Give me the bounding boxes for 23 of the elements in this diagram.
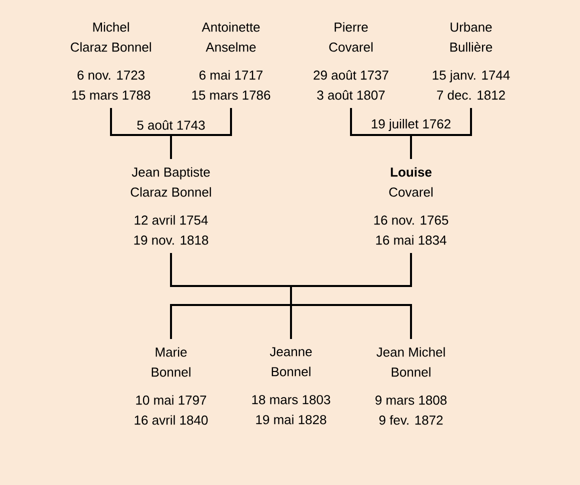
marriage-date: 5 août 1743 (137, 120, 205, 130)
family-line (291, 252, 412, 287)
family-line (171, 108, 232, 136)
person-label: Jean Michel Bonnel 9 mars 1808 9 fev. 1872 (375, 347, 447, 425)
family-line (110, 108, 171, 136)
family-line (170, 304, 291, 339)
person-label: Urbane Bullière 15 janv. 1744 7 dec. 1812 (432, 22, 510, 100)
person-label: Pierre Covarel 29 août 1737 3 août 1807 (314, 22, 388, 100)
family-line (410, 135, 412, 159)
family-line (290, 305, 292, 339)
family-line (411, 108, 472, 136)
person-label: Michel Claraz Bonnel 6 nov. 1723 15 mars 1788 (70, 22, 151, 100)
person-label: Jeanne Bonnel 18 mars 1803 19 mai 1828 (252, 347, 330, 424)
person-label: Marie Bonnel 10 mai 1797 16 avril 1840 (134, 347, 208, 425)
family-line (350, 108, 411, 136)
person-label: Antoinette Anselme 6 mai 1717 15 mars 1786 (192, 22, 270, 100)
family-line (291, 304, 412, 339)
person-label: Louise Covarel 16 nov. 1765 16 mai 1834 (374, 167, 448, 245)
family-line (170, 252, 291, 287)
family-line (290, 286, 292, 305)
family-line (170, 135, 172, 159)
marriage-date: 19 juillet 1762 (372, 118, 450, 132)
person-label: Jean Baptiste Claraz Bonnel 12 avril 1754 19 nov. 1818 (130, 167, 211, 245)
